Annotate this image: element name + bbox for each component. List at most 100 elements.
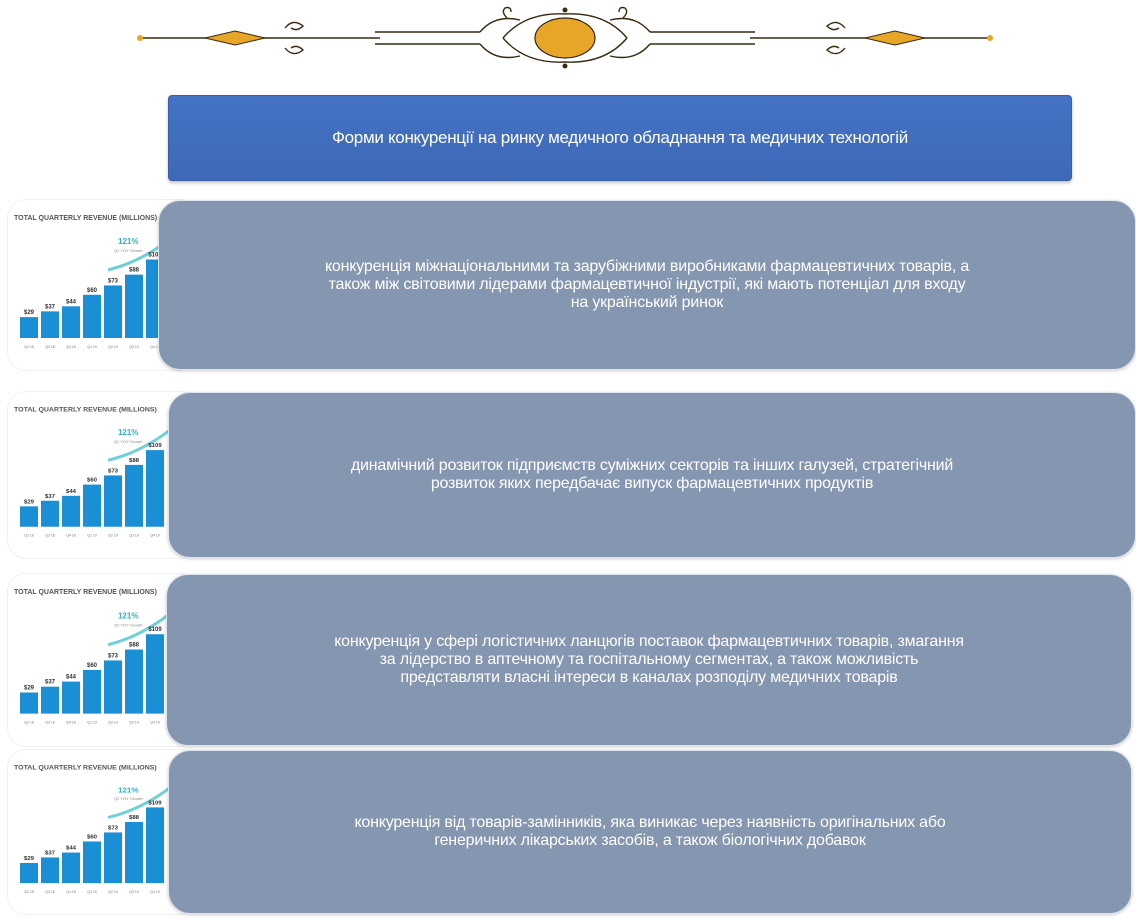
diagram-title-box: Форми конкуренції на ринку медичного обл… bbox=[168, 95, 1072, 181]
thumbnail-heading: TOTAL QUARTERLY REVENUE (MILLIONS) bbox=[14, 215, 157, 222]
thumbnail-quarter-label: Q4 19 bbox=[150, 890, 160, 894]
thumbnail-bar bbox=[83, 669, 101, 714]
thumbnail-bar-label: $60 bbox=[87, 835, 98, 841]
thumbnail-quarter-label: Q2 19 bbox=[108, 534, 118, 538]
thumbnail-bar-label: $88 bbox=[129, 268, 140, 274]
thumbnail-bar bbox=[125, 274, 143, 338]
thumbnail-bar-label: $60 bbox=[87, 663, 98, 669]
thumbnail-bar-label: $73 bbox=[108, 826, 119, 832]
thumbnail-growth-label: 121% bbox=[118, 428, 138, 437]
thumbnail-bar-label: $29 bbox=[24, 310, 35, 316]
thumbnail-bar-label: $37 bbox=[45, 304, 56, 310]
competition-form-row-2: TOTAL QUARTERLY REVENUE (MILLIONS) 121% Q2… bbox=[0, 392, 1136, 558]
thumbnail-bar bbox=[62, 306, 80, 338]
thumbnail-bar bbox=[83, 841, 101, 884]
thumbnail-bar bbox=[146, 634, 164, 714]
thumbnail-bar-label: $44 bbox=[66, 299, 77, 305]
thumbnail-growth-label: 121% bbox=[118, 611, 138, 620]
thumbnail-bar-label: $88 bbox=[129, 642, 140, 648]
thumbnail-bar-label: $109 bbox=[148, 253, 162, 259]
competition-form-card-4: конкуренція від товарів-замінників, яка … bbox=[168, 750, 1132, 914]
thumbnail-bar-label: $73 bbox=[108, 653, 119, 659]
thumbnail-growth-sub: Q2 YOY Growth bbox=[114, 796, 143, 801]
thumbnail-bar bbox=[104, 660, 122, 714]
thumbnail-bar-label: $60 bbox=[87, 478, 98, 484]
thumbnail-heading: TOTAL QUARTERLY REVENUE (MILLIONS) bbox=[14, 589, 157, 596]
thumbnail-bar bbox=[20, 692, 38, 714]
thumbnail-quarter-label: Q4 18 bbox=[66, 534, 76, 538]
thumbnail-quarter-label: Q1 19 bbox=[87, 534, 97, 538]
thumbnail-quarter-label: Q3 19 bbox=[129, 534, 139, 538]
thumbnail-bar bbox=[125, 649, 143, 714]
thumbnail-quarter-label: Q2 19 bbox=[108, 721, 118, 725]
thumbnail-quarter-label: Q2 18 bbox=[24, 721, 34, 725]
thumbnail-growth-label: 121% bbox=[118, 786, 138, 795]
thumbnail-quarter-label: Q4 19 bbox=[150, 534, 160, 538]
competition-form-card-1: конкуренція міжнаціональними та зарубіжн… bbox=[158, 200, 1136, 370]
thumbnail-bar bbox=[20, 862, 38, 884]
thumbnail-growth-sub: Q2 YOY Growth bbox=[114, 439, 143, 444]
thumbnail-quarter-label: Q3 18 bbox=[45, 890, 55, 894]
competition-form-row-4: TOTAL QUARTERLY REVENUE (MILLIONS)121%Q2… bbox=[0, 750, 1136, 914]
thumbnail-quarter-label: Q2 18 bbox=[24, 890, 34, 894]
thumbnail-bar-label: $88 bbox=[129, 458, 140, 464]
decorative-ornament bbox=[137, 6, 993, 69]
thumbnail-bar bbox=[83, 484, 101, 527]
thumbnail-quarter-label: Q3 18 bbox=[45, 534, 55, 538]
thumbnail-bar-label: $73 bbox=[108, 469, 119, 475]
thumbnail-quarter-label: Q4 19 bbox=[150, 721, 160, 725]
thumbnail-quarter-label: Q2 18 bbox=[24, 345, 34, 349]
thumbnail-bar-label: $60 bbox=[87, 288, 98, 294]
thumbnail-quarter-label: Q4 18 bbox=[66, 345, 76, 349]
thumbnail-quarter-label: Q1 19 bbox=[87, 890, 97, 894]
thumbnail-quarter-label: Q3 19 bbox=[129, 890, 139, 894]
thumbnail-quarter-label: Q1 19 bbox=[87, 721, 97, 725]
competition-form-text-3: конкуренція у сфері логістичних ланцюгів… bbox=[334, 633, 964, 686]
thumbnail-bar-label: $44 bbox=[66, 675, 77, 681]
thumbnail-quarter-label: Q2 19 bbox=[108, 345, 118, 349]
thumbnail-quarter-label: Q3 19 bbox=[129, 345, 139, 349]
thumbnail-bar bbox=[41, 686, 59, 714]
thumbnail-bar-label: $109 bbox=[148, 443, 162, 449]
thumbnail-bar-label: $37 bbox=[45, 851, 56, 857]
thumbnail-bar bbox=[104, 832, 122, 884]
thumbnail-bar bbox=[62, 495, 80, 527]
thumbnail-bar bbox=[83, 294, 101, 338]
thumbnail-bar-label: $109 bbox=[148, 627, 162, 633]
competition-form-text-1: конкуренція міжнаціональними та зарубіжн… bbox=[324, 258, 970, 311]
competition-form-card-2: динамічний розвиток підприємств суміжних… bbox=[168, 392, 1136, 558]
thumbnail-bar bbox=[41, 857, 59, 884]
revenue-chart-thumbnail: TOTAL QUARTERLY REVENUE (MILLIONS) 121% Q2… bbox=[8, 392, 198, 558]
thumbnail-quarter-label: Q3 18 bbox=[45, 721, 55, 725]
thumbnail-heading: TOTAL QUARTERLY REVENUE (MILLIONS) bbox=[14, 764, 157, 771]
thumbnail-bar-label: $109 bbox=[148, 801, 162, 807]
competition-form-text-4: конкуренція від товарів-замінників, яка … bbox=[354, 814, 946, 849]
competition-form-row-1: TOTAL QUARTERLY REVENUE (MILLIONS) 121% Q2… bbox=[0, 200, 1136, 370]
thumbnail-bar bbox=[62, 681, 80, 714]
thumbnail-quarter-label: Q3 19 bbox=[129, 721, 139, 725]
thumbnail-growth-sub: Q2 YOY Growth bbox=[114, 248, 143, 253]
thumbnail-bar bbox=[104, 475, 122, 527]
thumbnail-quarter-label: Q3 18 bbox=[45, 345, 55, 349]
thumbnail-bar-label: $29 bbox=[24, 499, 35, 505]
thumbnail-bar-label: $44 bbox=[66, 846, 77, 852]
thumbnail-bar-label: $29 bbox=[24, 856, 35, 862]
thumbnail-bar bbox=[20, 317, 38, 338]
thumbnail-bar-label: $37 bbox=[45, 680, 56, 686]
competition-form-card-3: конкуренція у сфері логістичних ланцюгів… bbox=[166, 574, 1132, 746]
thumbnail-bar-label: $88 bbox=[129, 815, 140, 821]
thumbnail-bar bbox=[20, 506, 38, 527]
thumbnail-bar-label: $73 bbox=[108, 278, 119, 284]
thumbnail-bar-label: $37 bbox=[45, 494, 56, 500]
thumbnail-bar bbox=[41, 311, 59, 338]
thumbnail-bar bbox=[62, 852, 80, 884]
thumbnail-quarter-label: Q4 19 bbox=[150, 345, 160, 349]
thumbnail-bar-label: $44 bbox=[66, 489, 77, 495]
thumbnail-quarter-label: Q4 18 bbox=[66, 721, 76, 725]
thumbnail-growth-label: 121% bbox=[118, 237, 138, 246]
thumbnail-growth-sub: Q2 YOY Growth bbox=[114, 623, 143, 628]
thumbnail-heading: TOTAL QUARTERLY REVENUE (MILLIONS) bbox=[14, 407, 157, 414]
thumbnail-quarter-label: Q2 19 bbox=[108, 890, 118, 894]
thumbnail-quarter-label: Q2 18 bbox=[24, 534, 34, 538]
thumbnail-bar bbox=[104, 285, 122, 338]
